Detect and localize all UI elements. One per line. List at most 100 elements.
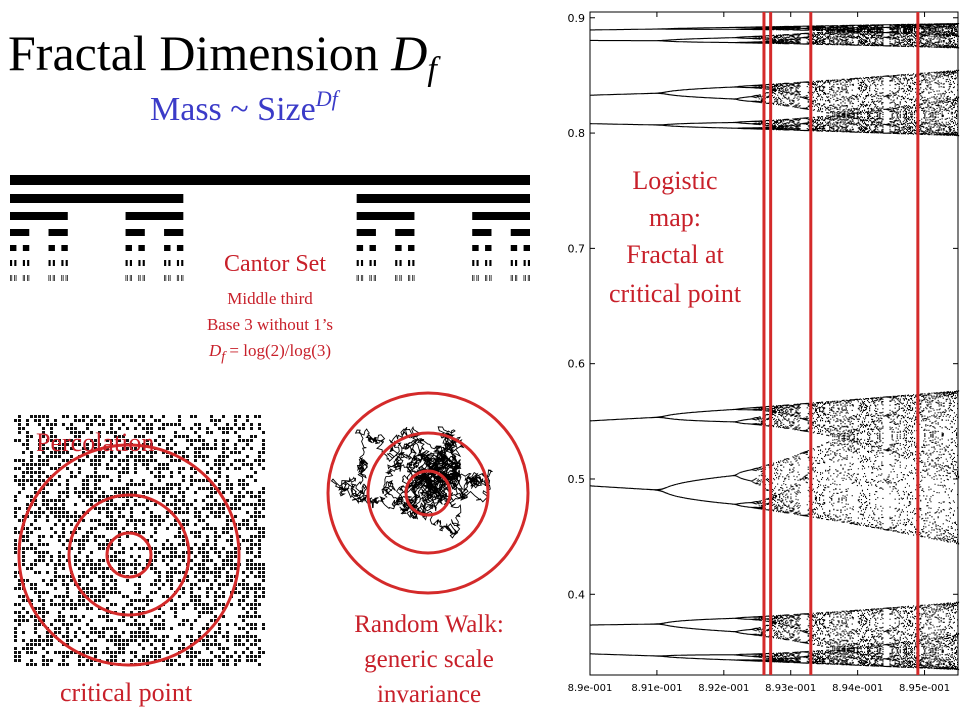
cantor-segment xyxy=(408,275,409,281)
cantor-segment xyxy=(10,245,17,251)
cantor-segment xyxy=(369,275,371,281)
cantor-segment xyxy=(28,275,30,281)
cantor-set-label: Cantor Set xyxy=(224,251,326,277)
x-tick-label: 8.95e-001 xyxy=(899,683,950,694)
cantor-segment xyxy=(476,260,479,266)
cantor-segment xyxy=(408,260,411,266)
cantor-segment xyxy=(373,260,376,266)
cantor-segment xyxy=(129,260,132,266)
cantor-segment xyxy=(48,229,68,236)
cantor-segment xyxy=(373,275,375,281)
cantor-segment xyxy=(369,245,376,251)
percolation-circle-large xyxy=(17,443,241,667)
cantor-segment xyxy=(52,260,55,266)
cantor-segment xyxy=(523,275,525,281)
cantor-segment xyxy=(176,245,184,251)
cantor-segment xyxy=(10,194,184,203)
y-tick-label: 0.6 xyxy=(568,358,586,371)
percolation-label: Percolation xyxy=(36,428,155,457)
cantor-segment xyxy=(360,275,362,281)
random-walk-line-3: invariance xyxy=(376,681,482,708)
cantor-segment xyxy=(396,275,398,281)
cantor-segment xyxy=(168,275,170,281)
cantor-segment xyxy=(356,212,415,220)
cantor-segment xyxy=(358,275,359,281)
cantor-segment xyxy=(65,275,67,281)
random-walk-circle-small xyxy=(404,469,452,517)
plot-frame xyxy=(589,11,959,676)
cantor-segment xyxy=(176,275,178,281)
cantor-segment xyxy=(489,260,492,266)
cantor-segment xyxy=(139,275,141,281)
cantor-segment xyxy=(472,260,475,266)
cantor-segment xyxy=(48,260,51,266)
percolation-caption: critical point xyxy=(60,678,193,707)
x-tick-label: 8.93e-001 xyxy=(765,683,816,694)
cantor-segment xyxy=(360,260,364,266)
cantor-segment xyxy=(409,275,411,281)
y-tick-label: 0.9 xyxy=(568,12,586,25)
cantor-segment xyxy=(356,194,530,203)
cantor-segment xyxy=(22,275,24,281)
cantor-segment xyxy=(125,245,132,251)
cantor-segment xyxy=(131,275,132,281)
cantor-segment xyxy=(165,275,167,281)
cantor-segment xyxy=(516,275,518,281)
cantor-segment xyxy=(142,260,145,266)
random-walk-circle-large xyxy=(326,391,530,595)
logistic-label-line-2: map: xyxy=(649,203,701,232)
cantor-segment xyxy=(15,275,17,281)
cantor-segment xyxy=(168,260,171,266)
x-tick-label: 8.9e-001 xyxy=(568,683,613,694)
cantor-segment xyxy=(472,212,530,220)
cantor-segment xyxy=(408,245,415,251)
cantor-segment xyxy=(362,275,364,281)
cantor-segment xyxy=(375,275,376,281)
y-tick-label: 0.5 xyxy=(568,473,586,486)
cantor-segment xyxy=(125,212,184,220)
cantor-segment xyxy=(472,245,479,251)
cantor-segment xyxy=(10,260,13,266)
cantor-segment xyxy=(169,275,171,281)
cantor-segment xyxy=(176,260,180,266)
cantor-segment xyxy=(473,275,475,281)
cantor-segment xyxy=(515,260,518,266)
cantor-segment xyxy=(399,260,402,266)
cantor-segment xyxy=(485,275,486,281)
cantor-segment xyxy=(164,229,184,236)
random-walk-line-1: Random Walk: xyxy=(354,611,504,638)
cantor-segment xyxy=(10,212,68,220)
cantor-segment xyxy=(65,260,68,266)
cantor-segment xyxy=(164,245,171,251)
x-tick-label: 8.91e-001 xyxy=(631,683,682,694)
cantor-desc-line-2: Base 3 without 1’s xyxy=(206,315,334,334)
bifurcation-points xyxy=(590,23,960,671)
y-tick-label: 0.7 xyxy=(568,242,586,255)
cantor-segment xyxy=(486,275,488,281)
cantor-segment xyxy=(125,229,145,236)
cantor-desc-line-1: Middle third xyxy=(227,289,313,308)
cantor-segment xyxy=(525,275,526,281)
cantor-segment xyxy=(144,275,145,281)
cantor-segment xyxy=(62,275,64,281)
cantor-segment xyxy=(399,275,401,281)
y-tick-label: 0.4 xyxy=(568,588,586,601)
cantor-segment xyxy=(22,245,30,251)
cantor-segment xyxy=(10,175,530,185)
bifurcation-dots xyxy=(590,23,960,671)
cantor-segment xyxy=(510,245,518,251)
cantor-formula: Df = log(2)/log(3) xyxy=(208,341,332,365)
logistic-label-line-4: critical point xyxy=(608,279,742,308)
cantor-segment xyxy=(412,260,415,266)
cantor-segment xyxy=(515,275,516,281)
random-walk-trace xyxy=(326,391,530,595)
cantor-segment xyxy=(485,245,492,251)
cantor-segment xyxy=(142,275,144,281)
page-title: Fractal Dimension Df xyxy=(8,25,437,88)
cantor-segment xyxy=(61,245,68,251)
cantor-segment xyxy=(356,260,359,266)
random-walk-path xyxy=(330,425,493,539)
cantor-segment xyxy=(27,275,28,281)
cantor-segment xyxy=(181,260,184,266)
cantor-segment xyxy=(181,275,182,281)
